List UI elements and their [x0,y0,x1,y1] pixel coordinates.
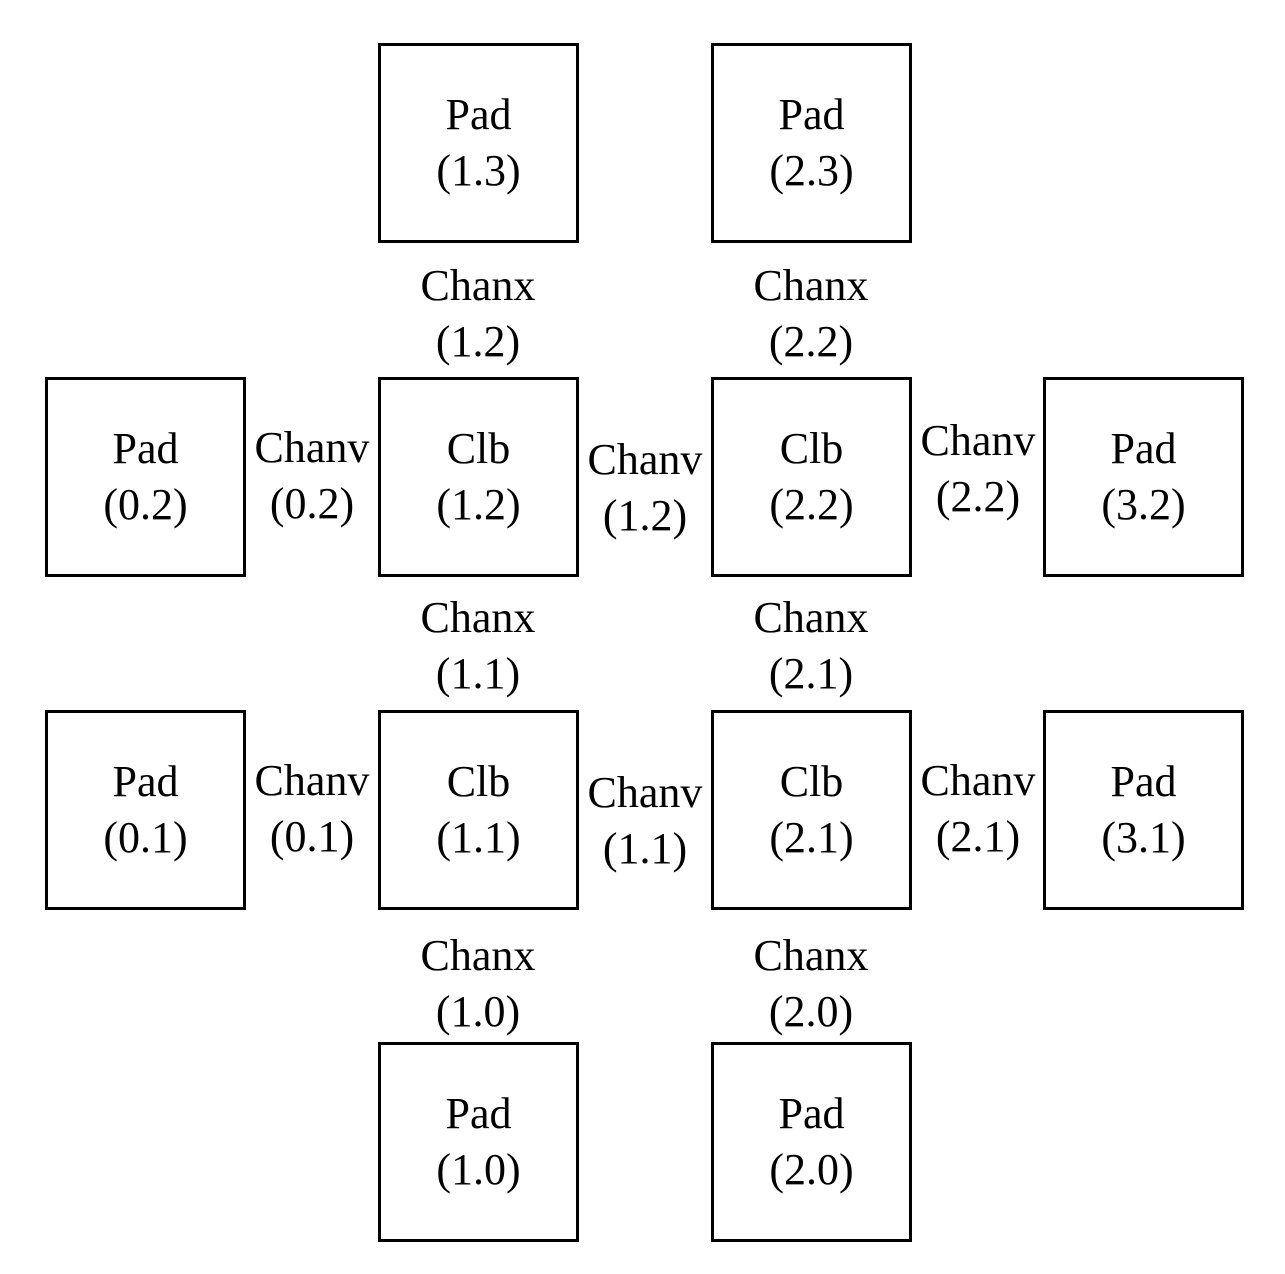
chanx-label-1-2: Chanx (1.2) [368,258,588,370]
pad-block-0-1: Pad (0.1) [45,710,246,910]
block-type-label: Pad [1110,424,1177,473]
chany-label-0-2: Chanv (0.2) [242,420,382,532]
channel-type-label: Chanx [753,931,869,980]
block-type-label: Clb [446,757,511,806]
channel-type-label: Chanx [753,261,869,310]
chany-label-2-2: Chanv (2.2) [908,413,1048,525]
channel-coord: (1.1) [602,824,688,873]
block-coord: (1.1) [436,813,521,862]
channel-type-label: Chanx [420,261,536,310]
pad-block-1-3: Pad (1.3) [378,43,579,243]
channel-coord: (2.1) [768,649,854,698]
channel-type-label: Chanv [254,423,370,472]
chany-label-0-1: Chanv (0.1) [242,753,382,865]
block-coord: (1.0) [436,1145,521,1194]
channel-type-label: Chanx [753,593,869,642]
clb-block-1-2: Clb (1.2) [378,377,579,577]
pad-block-1-0: Pad (1.0) [378,1042,579,1242]
block-coord: (1.2) [436,480,521,529]
block-coord: (2.1) [769,813,854,862]
channel-type-label: Chanv [920,756,1036,805]
block-coord: (2.0) [769,1145,854,1194]
pad-block-3-2: Pad (3.2) [1043,377,1244,577]
block-type-label: Clb [779,424,844,473]
channel-coord: (2.2) [935,472,1021,521]
block-type-label: Pad [778,90,845,139]
chany-label-1-1: Chanv (1.1) [575,765,715,877]
channel-coord: (0.2) [269,479,355,528]
pad-block-2-0: Pad (2.0) [711,1042,912,1242]
block-coord: (0.1) [103,813,188,862]
block-coord: (2.2) [769,480,854,529]
chanx-label-1-0: Chanx (1.0) [368,928,588,1040]
block-type-label: Clb [446,424,511,473]
pad-block-2-3: Pad (2.3) [711,43,912,243]
channel-coord: (1.1) [435,649,521,698]
chanx-label-1-1: Chanx (1.1) [368,590,588,702]
chany-label-1-2: Chanv (1.2) [575,432,715,544]
clb-block-2-2: Clb (2.2) [711,377,912,577]
channel-coord: (1.2) [602,491,688,540]
channel-coord: (2.1) [935,812,1021,861]
channel-coord: (1.2) [435,317,521,366]
channel-type-label: Chanv [587,435,703,484]
block-type-label: Pad [778,1089,845,1138]
block-coord: (1.3) [436,146,521,195]
block-coord: (2.3) [769,146,854,195]
block-type-label: Pad [445,90,512,139]
channel-coord: (1.0) [435,987,521,1036]
channel-coord: (0.1) [269,812,355,861]
chanx-label-2-0: Chanx (2.0) [701,928,921,1040]
channel-type-label: Chanx [420,593,536,642]
channel-type-label: Chanx [420,931,536,980]
pad-block-3-1: Pad (3.1) [1043,710,1244,910]
chanx-label-2-2: Chanx (2.2) [701,258,921,370]
clb-block-2-1: Clb (2.1) [711,710,912,910]
block-type-label: Pad [112,424,179,473]
channel-type-label: Chanv [254,756,370,805]
chany-label-2-1: Chanv (2.1) [908,753,1048,865]
block-coord: (0.2) [103,480,188,529]
channel-type-label: Chanv [920,416,1036,465]
block-coord: (3.2) [1101,480,1186,529]
block-type-label: Pad [1110,757,1177,806]
channel-coord: (2.0) [768,987,854,1036]
block-type-label: Pad [112,757,179,806]
block-type-label: Pad [445,1089,512,1138]
block-type-label: Clb [779,757,844,806]
channel-type-label: Chanv [587,768,703,817]
chanx-label-2-1: Chanx (2.1) [701,590,921,702]
channel-coord: (2.2) [768,317,854,366]
clb-block-1-1: Clb (1.1) [378,710,579,910]
block-coord: (3.1) [1101,813,1186,862]
pad-block-0-2: Pad (0.2) [45,377,246,577]
